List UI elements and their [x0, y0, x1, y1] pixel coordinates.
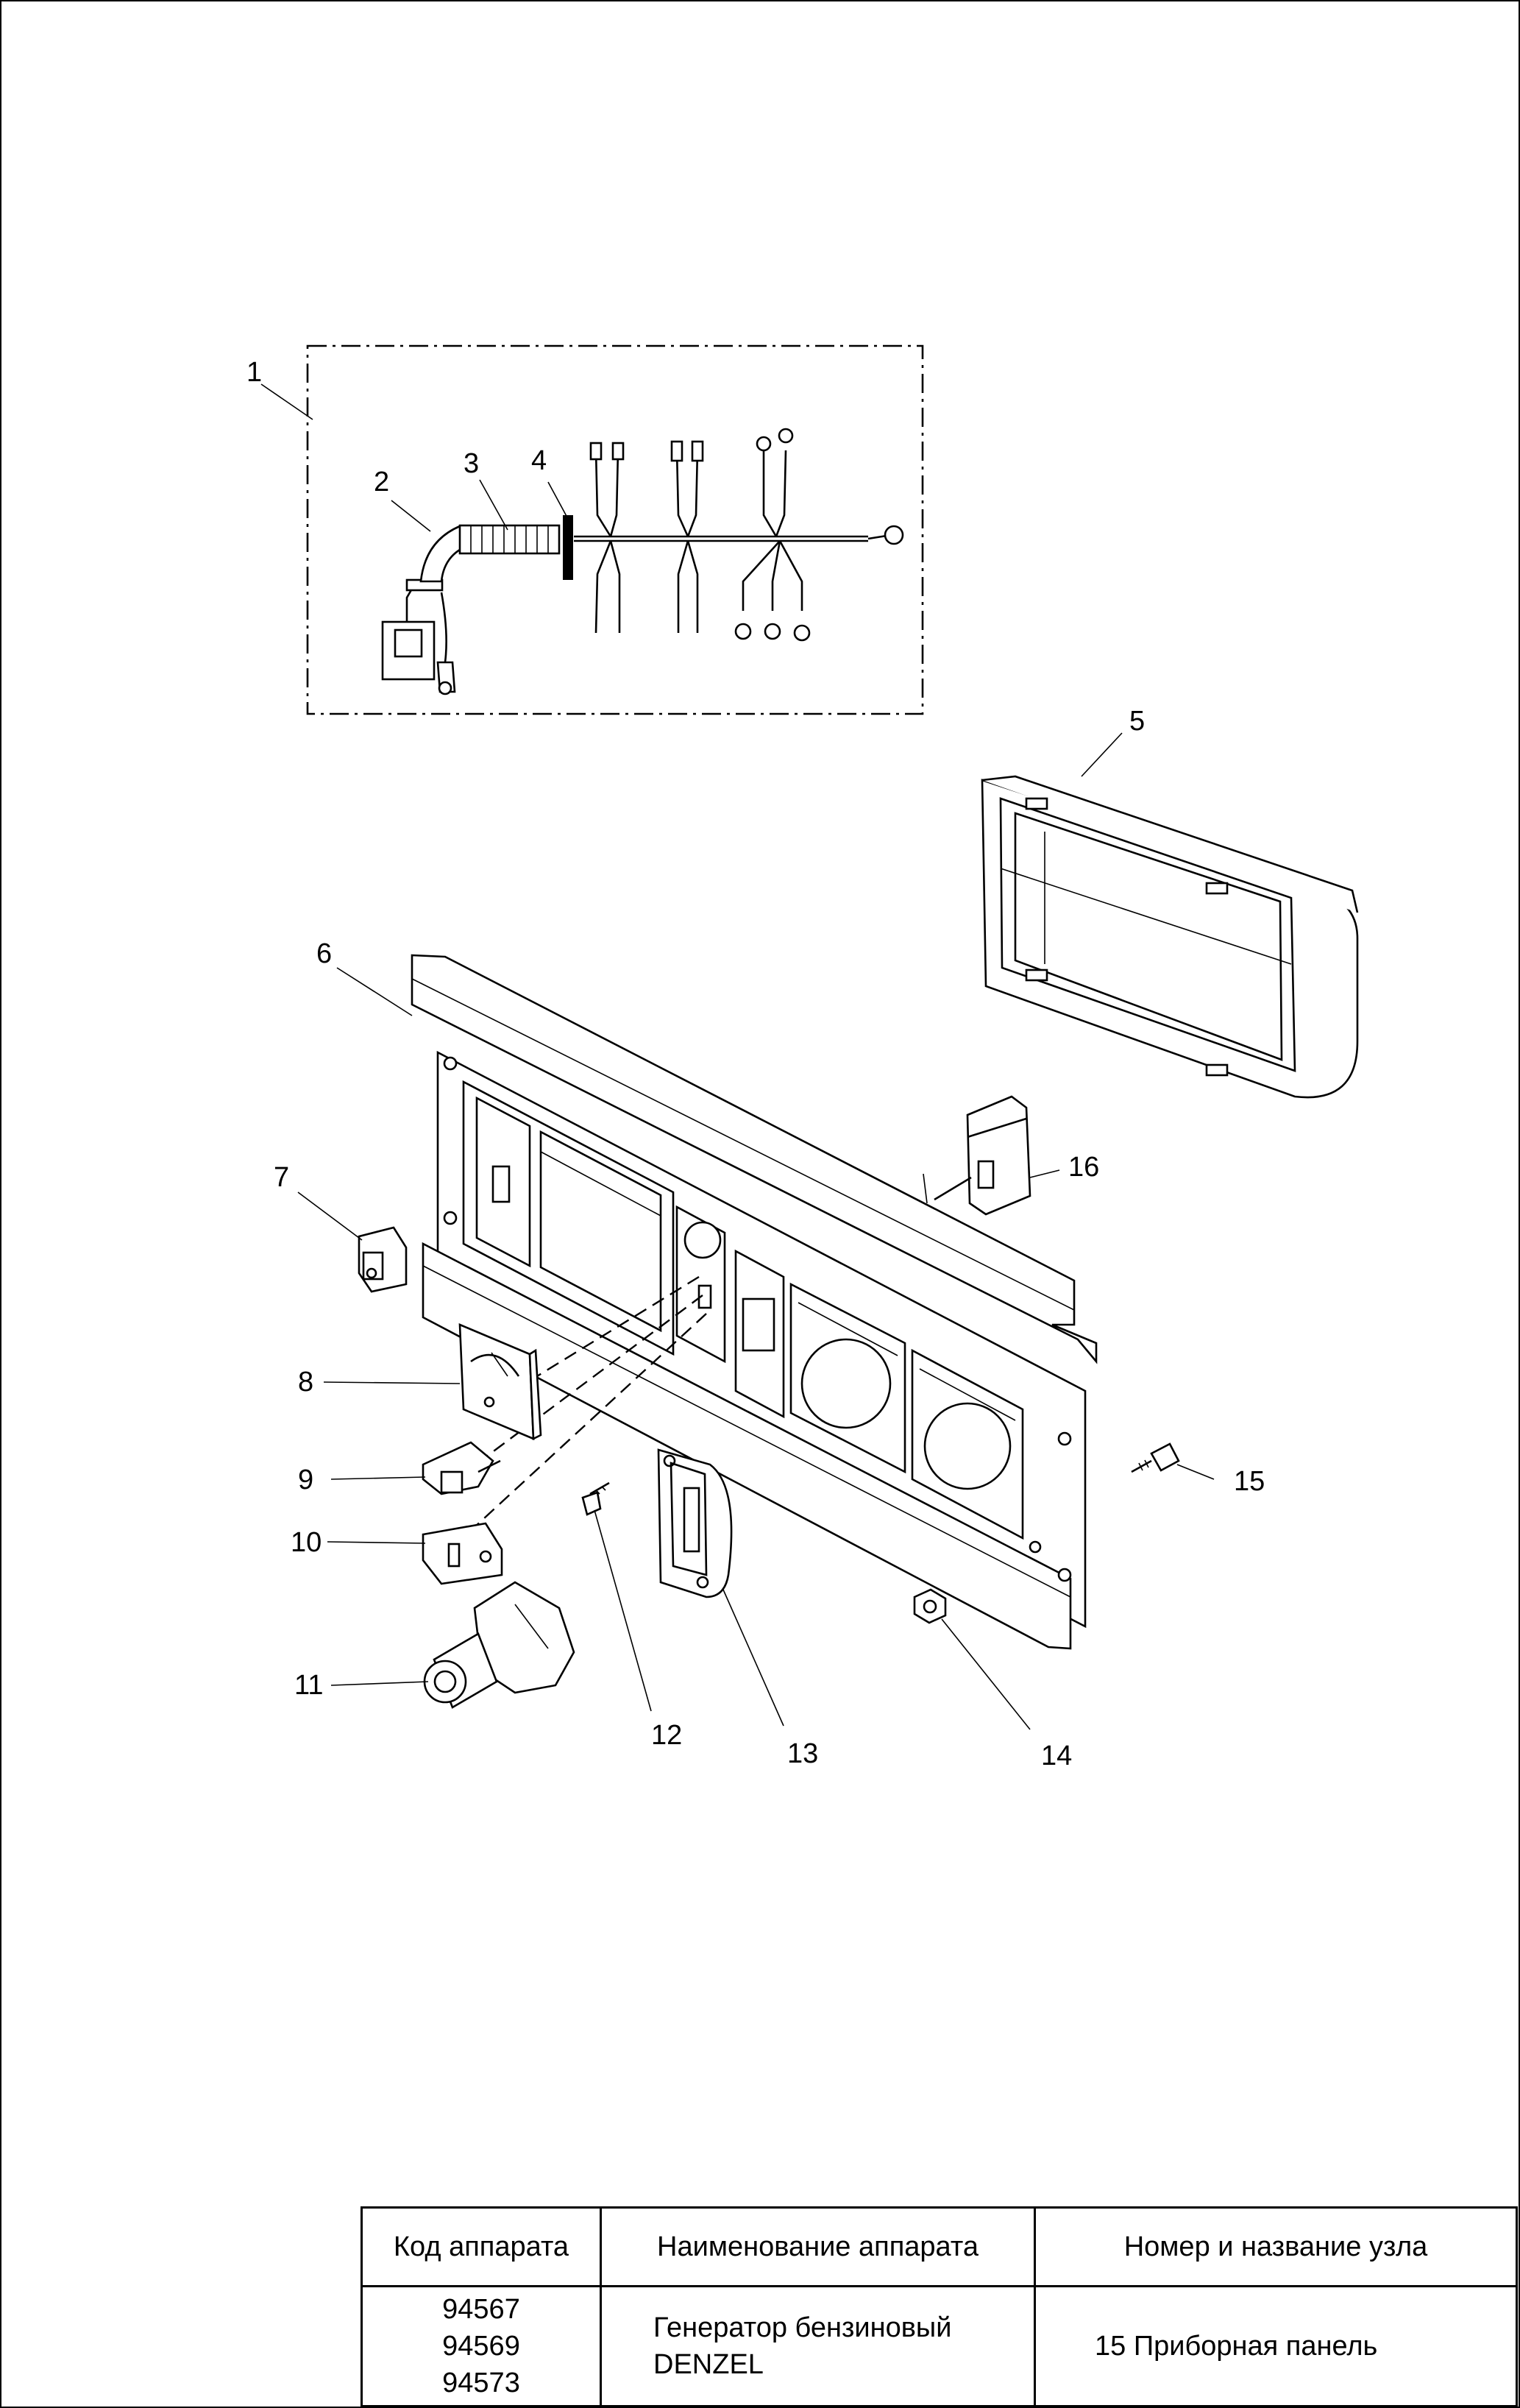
circuit-breaker: [934, 1095, 1031, 1216]
callout-2: 2: [374, 467, 389, 497]
title-block: Код аппарата Наименование аппарата Номер…: [361, 2206, 1518, 2407]
callout-11: 11: [294, 1670, 323, 1701]
nut: [913, 1588, 947, 1624]
device-name-line-2: DENZEL: [653, 2349, 764, 2380]
rocker-switch: [358, 1226, 408, 1293]
panel-frame-box: [981, 775, 1359, 1099]
callout-12: 12: [651, 1720, 682, 1751]
device-codes: 94567 94569 94573: [361, 2285, 602, 2407]
device-name-line-1: Генератор бензиновый: [653, 2312, 952, 2343]
callout-7: 7: [274, 1162, 289, 1193]
screw: [581, 1481, 610, 1516]
bracket: [422, 1441, 501, 1495]
callout-4: 4: [531, 445, 547, 476]
leader-lines: [260, 383, 1215, 1730]
device-name: Генератор бензиновый DENZEL: [600, 2285, 1036, 2407]
callout-15: 15: [1234, 1466, 1265, 1497]
callout-9: 9: [298, 1465, 313, 1495]
header-unit-name: Номер и название узла: [1034, 2206, 1518, 2287]
callout-8: 8: [298, 1367, 313, 1398]
switch-plate: [422, 1522, 503, 1585]
wiring-harness-group: [306, 344, 924, 715]
device-code: 94573: [442, 2368, 520, 2398]
device-code: 94567: [442, 2294, 520, 2325]
bolt: [1131, 1442, 1180, 1473]
header-device-name: Наименование аппарата: [600, 2206, 1036, 2287]
callout-5: 5: [1129, 706, 1145, 737]
callout-6: 6: [316, 938, 332, 969]
instrument-panel: [411, 954, 1098, 1650]
handle: [657, 1448, 733, 1598]
callout-14: 14: [1041, 1741, 1072, 1771]
callout-labels: 1 2 3 4 5 6 7 8 9 10 11 12 13 14 15 16: [246, 357, 1265, 1771]
callout-1: 1: [246, 357, 262, 388]
power-socket: [423, 1581, 575, 1709]
callout-3: 3: [464, 448, 479, 479]
header-device-code: Код аппарата: [361, 2206, 602, 2287]
callout-10: 10: [291, 1527, 322, 1558]
callout-16: 16: [1068, 1152, 1099, 1183]
unit-name: 15 Приборная панель: [1034, 2285, 1518, 2407]
callout-13: 13: [787, 1738, 818, 1769]
device-code: 94569: [442, 2331, 520, 2362]
meter: [458, 1323, 542, 1441]
